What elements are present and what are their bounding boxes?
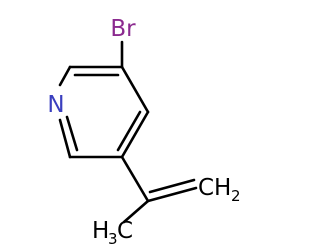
bond-c3-c4 — [120, 65, 150, 114]
bond-vinyl-ch2-double — [148, 178, 196, 194]
bond-vinyl-ch3 — [122, 199, 150, 224]
ring-bonds — [58, 65, 150, 159]
methyl-subscript: 3 — [108, 230, 118, 248]
bond-n1-c2 — [58, 65, 72, 87]
substituent-bonds — [120, 40, 198, 224]
methylene-subscript: 2 — [231, 187, 241, 205]
bond-c5-vinyl — [120, 155, 150, 203]
methyl-main: H — [92, 218, 109, 244]
bond-c4-c5 — [120, 110, 150, 159]
bond-c6-n1-inner — [65, 115, 79, 152]
methylene-label: CH 2 — [198, 175, 241, 205]
bromine-label: Br — [110, 16, 136, 42]
methylene-main: CH — [198, 175, 231, 201]
methyl-label: H 3 C — [92, 218, 133, 248]
methyl-tail: C — [117, 218, 133, 244]
bond-vinyl-ch2 — [146, 186, 198, 203]
molecule-structure: Br N CH 2 H 3 C — [47, 16, 241, 248]
bond-c4-c5-inner — [116, 110, 142, 152]
bond-c6-n1 — [58, 118, 72, 159]
nitrogen-label: N — [47, 92, 64, 118]
